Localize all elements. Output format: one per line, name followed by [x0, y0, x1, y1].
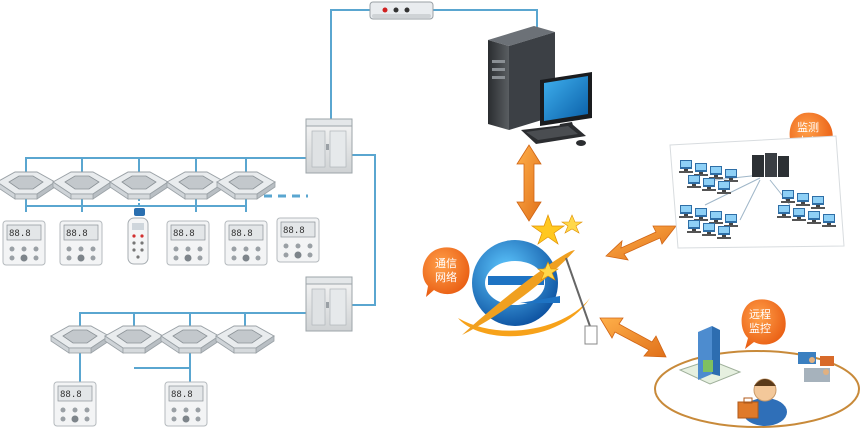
cassette-ac-unit-icon	[215, 325, 275, 354]
indoor-units-group-2	[50, 325, 275, 354]
remote-monitoring-area	[654, 326, 860, 428]
remote-monitor-bubble: 远程 监控	[741, 299, 786, 349]
wiring	[25, 9, 538, 382]
wired-controller-icon	[276, 217, 320, 263]
wired-controller-icon	[166, 220, 210, 266]
server-tower-icon	[488, 26, 555, 130]
indoor-units-group-1	[0, 171, 276, 200]
arrow-server-network	[516, 144, 542, 222]
office-scene-icon	[798, 352, 834, 382]
network-label-line-1: 通信	[435, 257, 457, 270]
monitor-icon	[521, 72, 592, 146]
cassette-ac-unit-icon	[109, 171, 169, 200]
remote-monitor-label-line-1: 远程	[749, 308, 771, 321]
wired-controller-icon	[224, 220, 268, 266]
arrow-network-remote	[599, 317, 667, 358]
user-person-icon	[737, 378, 787, 426]
network-router-icon	[369, 1, 434, 20]
cassette-ac-unit-icon	[166, 171, 226, 200]
cassette-ac-unit-icon	[0, 171, 56, 200]
wired-controller-icon	[53, 381, 97, 427]
network-cluster-icon	[669, 135, 845, 249]
wired-controller-icon	[2, 220, 46, 266]
cassette-ac-unit-icon	[160, 325, 220, 354]
internet-globe-icon	[458, 213, 598, 345]
arrow-network-monitoring	[605, 225, 677, 261]
monitoring-center-label-line-1: 监测	[797, 121, 819, 134]
building-icon	[678, 326, 742, 385]
cassette-ac-unit-icon	[52, 171, 112, 200]
server-rack-icon	[752, 153, 789, 177]
cassette-ac-unit-icon	[50, 325, 110, 354]
controllers-group-1	[2, 217, 320, 266]
remote-monitor-label-line-2: 监控	[749, 321, 771, 335]
wired-controller-icon	[59, 220, 103, 266]
controllers-group-2	[53, 381, 208, 427]
wired-controller-icon	[164, 381, 208, 427]
network-label-bubble: 通信 网络	[422, 247, 470, 297]
ir-remote-icon	[127, 208, 149, 265]
cassette-ac-unit-icon	[104, 325, 164, 354]
outdoor-unit-icon	[305, 118, 353, 174]
outdoor-unit-icon	[305, 276, 353, 332]
network-label-line-2: 网络	[435, 270, 457, 284]
